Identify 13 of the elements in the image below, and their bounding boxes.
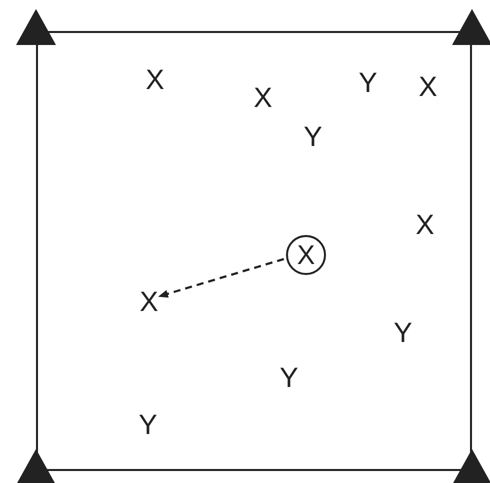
letter: X — [146, 66, 164, 94]
letter: X — [416, 211, 434, 239]
letter: Y — [358, 69, 378, 97]
letter: X — [138, 287, 160, 317]
circled-letter: X — [286, 235, 326, 275]
letter: Y — [280, 364, 298, 392]
letter: Y — [138, 411, 158, 439]
letter: Y — [394, 319, 412, 347]
letter: X — [418, 73, 438, 101]
letter: X — [254, 84, 272, 112]
dashed-arrow — [158, 258, 284, 298]
square-frame — [36, 31, 472, 471]
letter: Y — [304, 123, 322, 151]
